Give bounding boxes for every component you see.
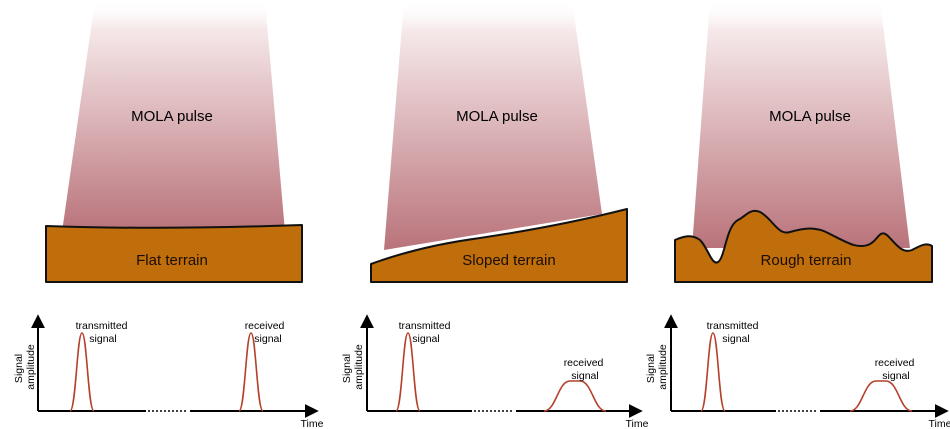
- received-pulse: [543, 380, 607, 412]
- mola-pulse-label: MOLA pulse: [456, 108, 538, 125]
- mola-pulse-beam: [692, 0, 910, 248]
- terrain-label: Sloped terrain: [462, 252, 555, 269]
- mola-pulse-label: MOLA pulse: [769, 108, 851, 125]
- flat-terrain: [45, 224, 303, 283]
- received-pulse: [849, 380, 913, 412]
- x-axis-label: Time: [301, 418, 324, 429]
- mola-pulse-beam: [384, 0, 602, 250]
- y-axis-label: Signal amplitude: [341, 344, 365, 390]
- received-signal-label: received signal: [875, 357, 918, 382]
- y-axis-label: Signal amplitude: [645, 344, 669, 390]
- panel-sloped: MOLA pulse Sloped terrain transmitted si…: [341, 0, 649, 429]
- transmitted-pulse: [700, 332, 726, 412]
- rough-terrain: [674, 210, 933, 283]
- transmitted-signal-label: transmitted signal: [707, 320, 762, 345]
- x-axis-label: Time: [626, 418, 649, 429]
- received-pulse: [238, 332, 264, 412]
- transmitted-signal-label: transmitted signal: [399, 320, 454, 345]
- terrain-label: Flat terrain: [136, 252, 208, 269]
- transmitted-signal-label: transmitted signal: [76, 320, 131, 345]
- received-signal-label: received signal: [245, 320, 288, 345]
- panel-rough: MOLA pulse Rough terrain transmitted sig…: [645, 0, 950, 429]
- mola-pulse-beam: [62, 0, 285, 232]
- y-axis-label: Signal amplitude: [13, 344, 37, 390]
- transmitted-pulse: [395, 332, 421, 412]
- received-signal-label: received signal: [564, 357, 607, 382]
- terrain-label: Rough terrain: [761, 252, 852, 269]
- x-axis-label: Time: [929, 418, 950, 429]
- sloped-terrain: [370, 208, 628, 283]
- transmitted-pulse: [69, 332, 95, 412]
- mola-pulse-label: MOLA pulse: [131, 108, 213, 125]
- panel-flat: MOLA pulse Flat terrain transmitted sign…: [13, 0, 324, 429]
